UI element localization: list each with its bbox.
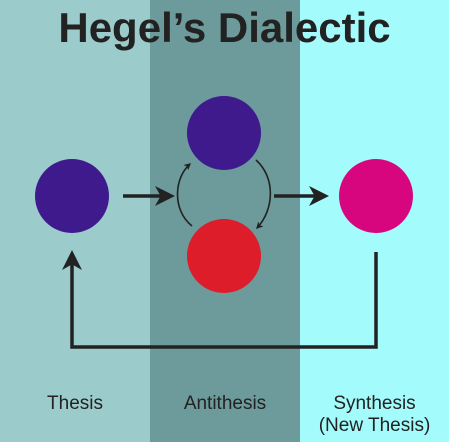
synthesis-node: [339, 159, 413, 233]
cycle-arrow-left: [176, 163, 193, 227]
synthesis-label-line2: (New Thesis): [318, 415, 431, 436]
cycle-arrow-right: [255, 159, 272, 230]
synthesis-label: Synthesis (New Thesis): [300, 393, 449, 437]
diagram-title: Hegel’s Dialectic: [58, 4, 391, 51]
synthesis-to-thesis-feedback-arrow: [62, 250, 378, 349]
thesis-node: [35, 159, 109, 233]
synthesis-label-line1: Synthesis: [333, 393, 416, 414]
antithesis-label: Antithesis: [183, 393, 267, 414]
antithesis-top-node: [187, 96, 261, 170]
thesis-label: Thesis: [47, 393, 103, 414]
antithesis-bottom-node: [187, 219, 261, 293]
